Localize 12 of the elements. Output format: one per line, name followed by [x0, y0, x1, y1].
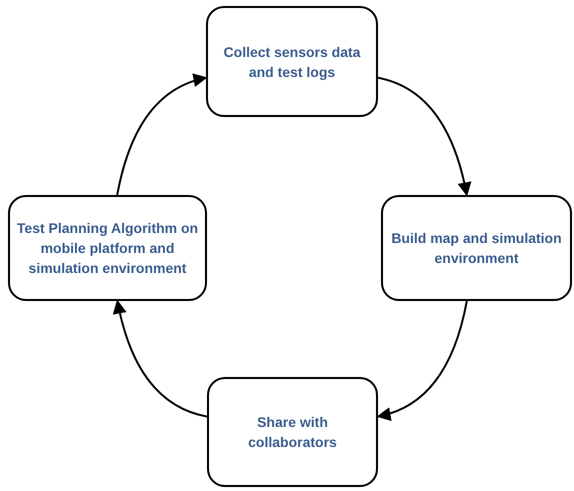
box-label: Share with collaborators [247, 413, 338, 452]
curved-arrow [116, 74, 208, 196]
box-label: Build map and simulation environment [390, 229, 563, 268]
curved-arrow [376, 300, 468, 420]
curved-arrow [378, 76, 472, 196]
process-box [206, 6, 378, 117]
process-box [207, 377, 378, 487]
box-label: Collect sensors data and test logs [222, 42, 362, 82]
curved-arrow [113, 300, 208, 418]
process-box [381, 195, 572, 301]
process-box [8, 195, 207, 301]
box-label: Test Planning Algorithm on mobile platform and simulation environment [16, 219, 200, 278]
